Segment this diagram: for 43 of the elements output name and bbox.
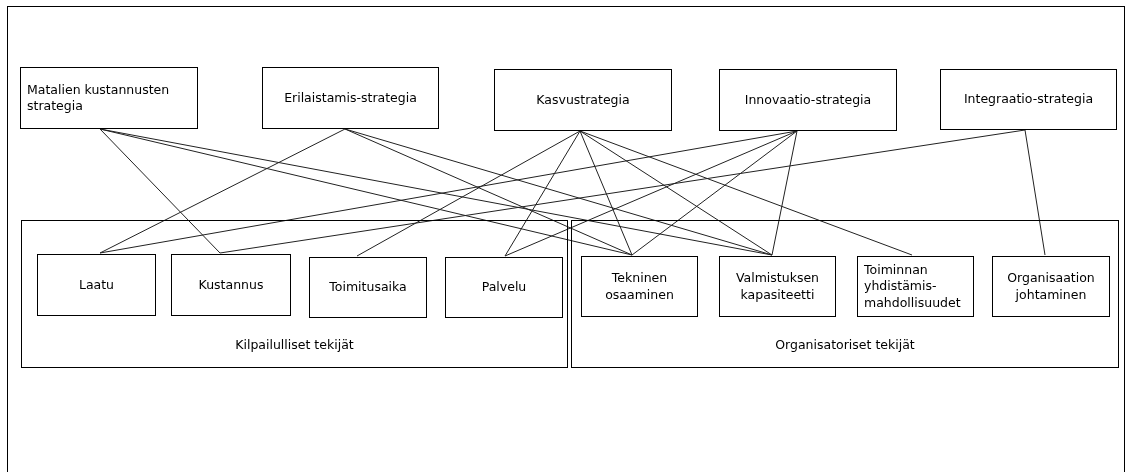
node-box [309,257,427,318]
node-box [940,69,1117,130]
node-label: Organisaation johtaminen [1006,270,1096,303]
node-box [171,254,291,316]
node-label: Matalien kustannusten strategia [27,81,171,115]
connector-line [1024,129,1046,256]
node-label: Toimitusaika [329,279,407,296]
node-label: Integraatio-strategia [963,91,1094,108]
node-label: Kasvustrategia [536,91,630,109]
connector-line [99,128,221,254]
connector-line [771,130,798,256]
node-label: Erilaistamis-strategia [284,89,417,107]
node-box [445,257,563,318]
connector-line [579,130,773,256]
node-label: Innovaatio-strategia [744,91,872,109]
group-box [21,220,568,368]
node-box [719,256,836,317]
node-box [494,69,672,131]
node-box [37,254,156,316]
node-box [857,256,974,317]
node-label: Kustannus [198,276,264,294]
connector-line [344,128,773,256]
node-box [20,67,198,129]
node-box [262,67,439,129]
connector-line [631,130,798,256]
node-box [992,256,1110,317]
node-label: Valmistuksen kapasiteetti [734,270,821,303]
connector-line [344,128,633,256]
node-box [719,69,897,131]
node-label: Laatu [78,276,115,294]
connector-line [504,130,581,257]
group-label: Kilpailulliset tekijät [235,336,354,353]
group-box [571,220,1119,368]
group-label: Organisatoriset tekijät [775,336,915,353]
connector-line [356,130,581,257]
node-label: Palvelu [481,279,527,296]
node-label: Tekninen osaaminen [604,270,675,303]
connector-line [579,130,913,256]
connector-line [99,128,346,254]
node-label: Toiminnan yhdistämis-mahdollisuudet [864,262,962,311]
node-box [581,256,698,317]
connector-line [579,130,633,256]
connector-line [504,130,798,257]
